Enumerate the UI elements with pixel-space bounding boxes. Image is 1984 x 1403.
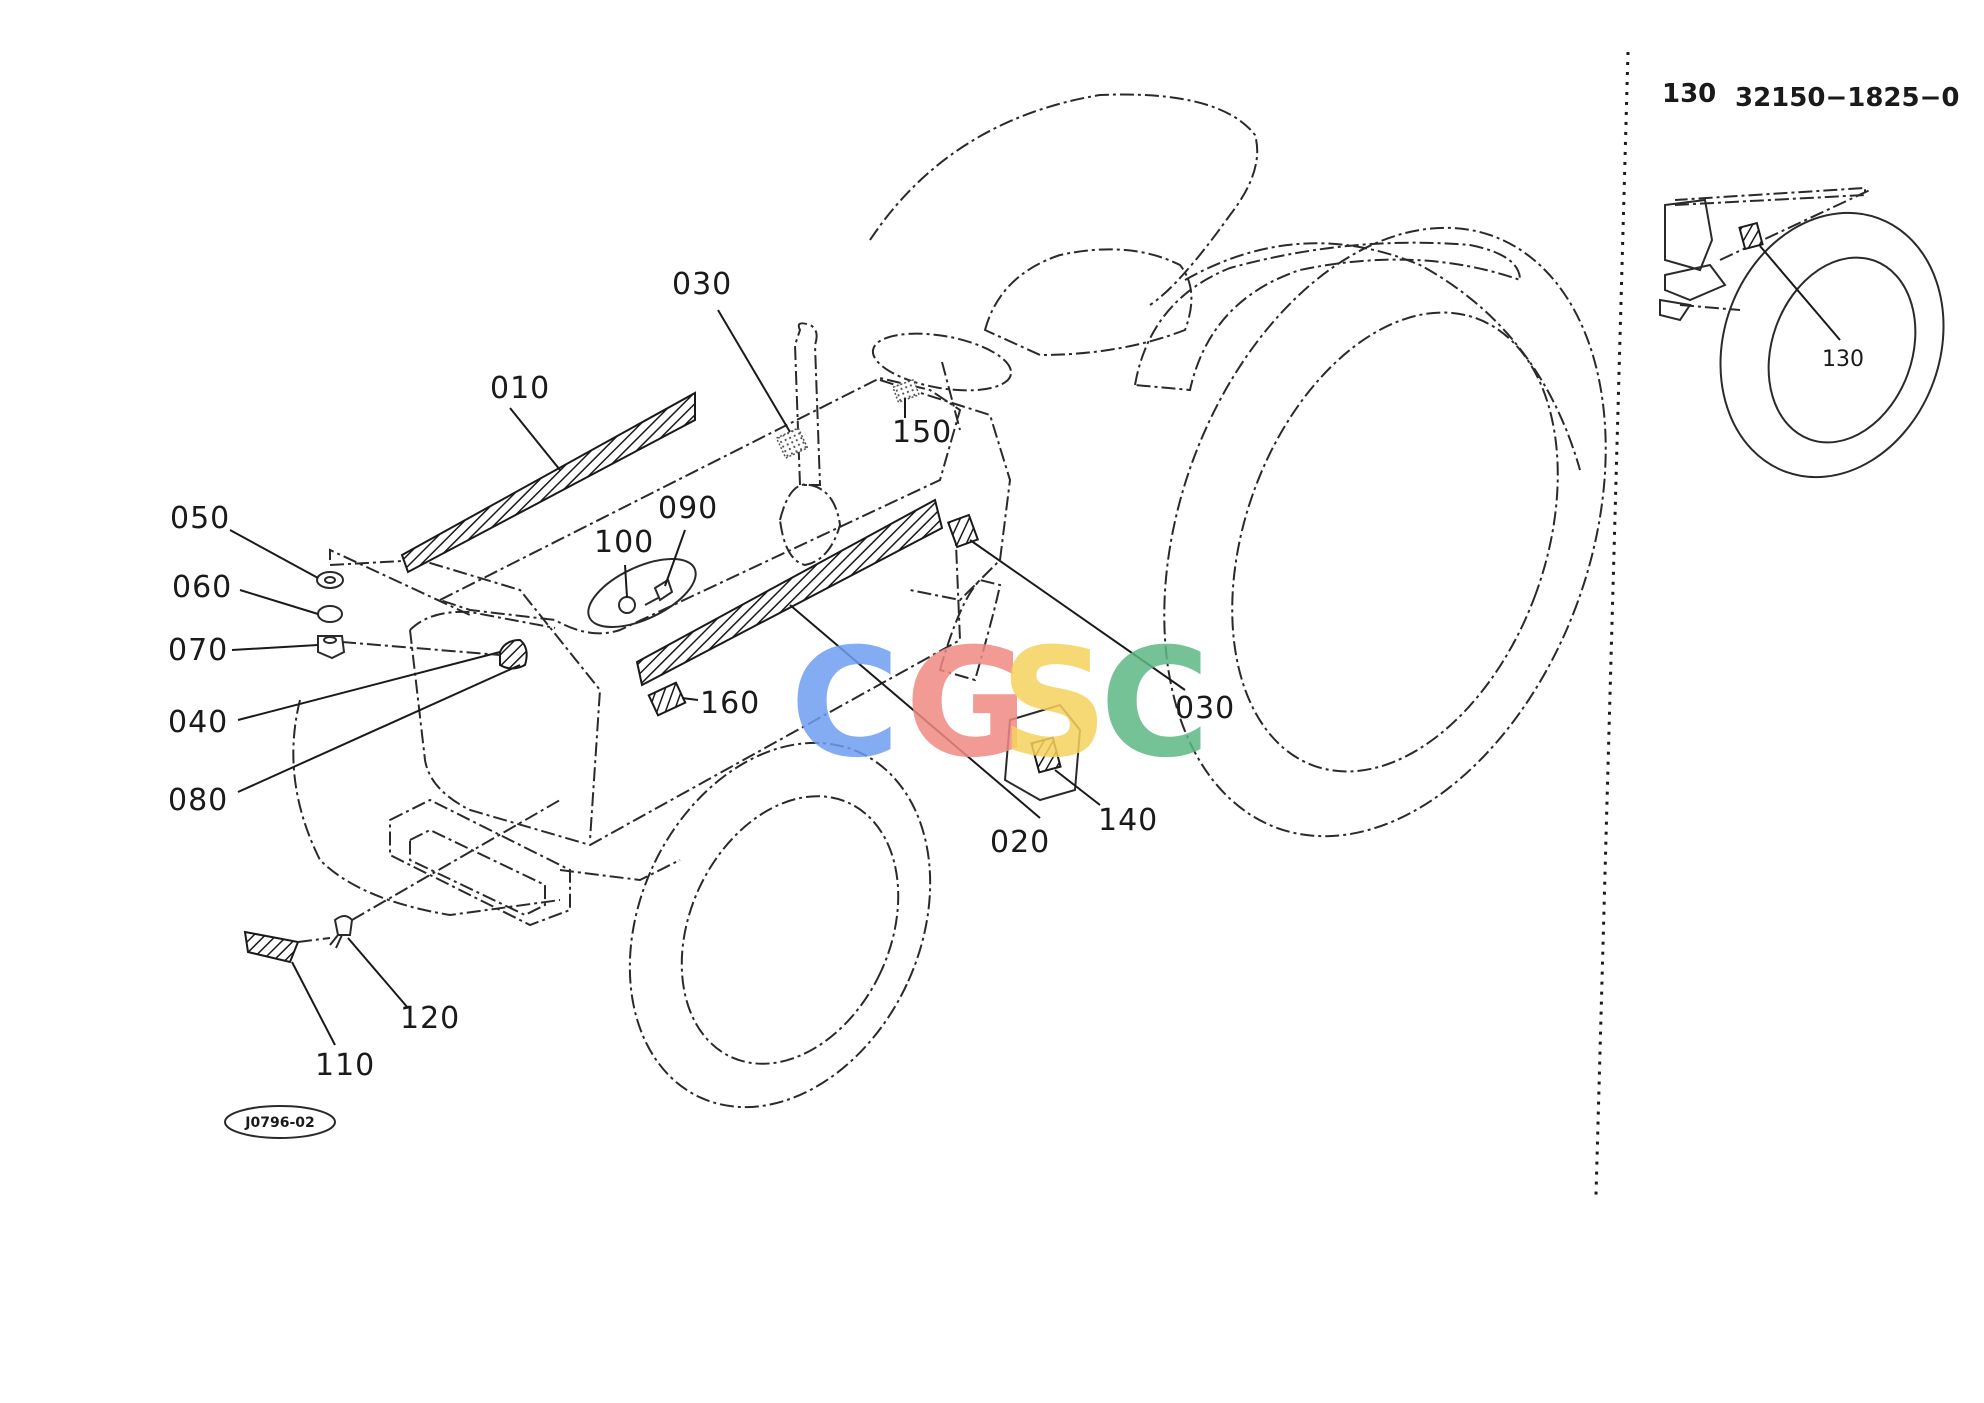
nut-070 bbox=[317, 635, 346, 660]
callout-110: 110 bbox=[315, 1048, 375, 1083]
watermark-letter-s: S bbox=[1000, 617, 1108, 791]
decal-160 bbox=[647, 681, 687, 717]
front-weight bbox=[389, 798, 571, 927]
decal-150 bbox=[891, 378, 921, 404]
bolt-090 bbox=[644, 578, 674, 606]
figure-id: J0796-02 bbox=[244, 1115, 314, 1131]
callout-010: 010 bbox=[490, 371, 550, 406]
watermark-letter-c2: C bbox=[1100, 617, 1210, 791]
tractor-illustration bbox=[292, 93, 1607, 1109]
lever bbox=[938, 578, 1002, 682]
callout-060: 060 bbox=[172, 570, 232, 605]
rear-fender-left bbox=[869, 93, 1259, 306]
steering-wheel bbox=[871, 332, 1013, 392]
inset-callout-130: 130 bbox=[1822, 347, 1864, 372]
callout-150: 150 bbox=[892, 415, 952, 450]
watermark-letter-c1: C bbox=[790, 617, 900, 791]
rear-tire-tread bbox=[1184, 242, 1581, 471]
reflector-110 bbox=[243, 930, 300, 964]
inset-wheel-inner bbox=[1767, 256, 1917, 444]
front-axle bbox=[559, 859, 681, 882]
exhaust-pipe bbox=[793, 322, 822, 486]
hitch-bracket bbox=[1003, 703, 1082, 802]
inset-decal-130 bbox=[1738, 221, 1764, 251]
callout-040: 040 bbox=[168, 705, 228, 740]
callout-100: 100 bbox=[594, 525, 654, 560]
callout-050: 050 bbox=[170, 501, 230, 536]
dashboard bbox=[879, 379, 1012, 602]
callout-090: 090 bbox=[658, 491, 718, 526]
grille bbox=[329, 558, 602, 841]
callout-020: 020 bbox=[990, 825, 1050, 860]
seat bbox=[983, 248, 1193, 357]
hood-side bbox=[409, 519, 962, 847]
rear-wheel-outer bbox=[1163, 226, 1607, 838]
callout-030a: 030 bbox=[672, 267, 732, 302]
callout-030b: 030 bbox=[1175, 691, 1235, 726]
watermark-letter-g: G bbox=[905, 617, 1028, 791]
front-wheel-inner bbox=[680, 795, 900, 1065]
bolt-group-ellipse bbox=[587, 557, 697, 629]
callout-140: 140 bbox=[1098, 803, 1158, 838]
hood-front bbox=[409, 610, 556, 631]
callout-labels: 010 020 030 030 040 050 060 070 080 090 … bbox=[168, 267, 1235, 1083]
washer-050 bbox=[316, 571, 344, 589]
inset-ref-number: 130 bbox=[1662, 79, 1716, 109]
callout-120: 120 bbox=[400, 1001, 460, 1036]
section-divider bbox=[1594, 51, 1630, 1196]
rear-wheel-inner bbox=[1231, 311, 1559, 773]
inset-frame bbox=[1664, 198, 1714, 272]
figure-id-badge: J0796-02 bbox=[224, 1105, 336, 1139]
watermark-logo: C G S C bbox=[790, 617, 1210, 791]
hood-top bbox=[437, 376, 962, 635]
washer-060 bbox=[317, 605, 343, 623]
decal-030b bbox=[946, 513, 980, 549]
callout-160: 160 bbox=[700, 686, 760, 721]
callout-080: 080 bbox=[168, 783, 228, 818]
decal-030a bbox=[775, 426, 809, 460]
bolt-120 bbox=[329, 915, 354, 949]
callout-070: 070 bbox=[168, 633, 228, 668]
parts bbox=[243, 378, 1062, 964]
front-wheel-outer bbox=[628, 741, 932, 1109]
rear-fender bbox=[1133, 241, 1522, 392]
inset-part-number: 32150−1825−0 bbox=[1735, 83, 1959, 113]
inset-wheel-outer bbox=[1719, 211, 1945, 479]
leader-lines bbox=[229, 309, 1186, 1046]
decal-010 bbox=[400, 391, 696, 574]
decal-140 bbox=[1030, 736, 1062, 774]
front-frame bbox=[292, 699, 561, 917]
washer-100 bbox=[618, 596, 636, 614]
decal-020 bbox=[635, 498, 944, 687]
air-intake bbox=[778, 483, 842, 567]
inset-panel: 130 32150−1825−0 130 bbox=[1659, 79, 1959, 479]
emblem-040 bbox=[499, 638, 528, 670]
